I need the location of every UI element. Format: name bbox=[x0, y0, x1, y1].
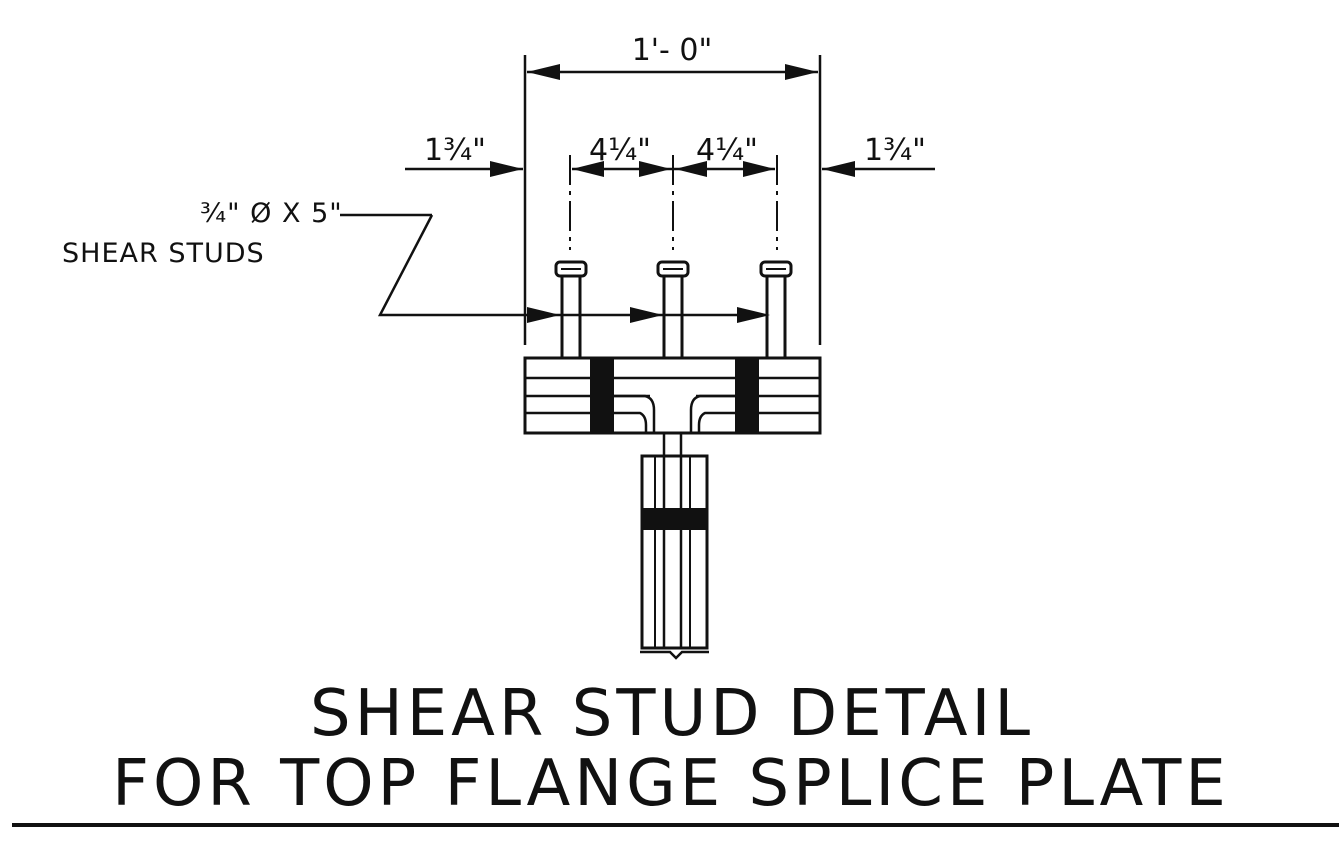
stud-spacing-1-label: 4¼" bbox=[589, 133, 651, 168]
stud-callout-leader bbox=[340, 213, 770, 323]
edge-dimension-left-label: 1¾" bbox=[424, 133, 486, 168]
splice-plate-assembly bbox=[523, 356, 822, 435]
drawing-title-line1: SHEAR STUD DETAIL bbox=[310, 677, 1034, 751]
shear-stud-left bbox=[554, 260, 588, 360]
shear-stud-right bbox=[759, 260, 793, 360]
stud-spacing-dimensions: 4¼" 4¼" bbox=[569, 133, 778, 250]
stud-spacing-2-label: 4¼" bbox=[696, 133, 758, 168]
shear-stud-center bbox=[656, 260, 690, 360]
edge-dimension-right: 1¾" bbox=[822, 133, 935, 177]
web-splice-gap bbox=[642, 508, 707, 530]
overall-dimension-label: 1'- 0" bbox=[632, 33, 713, 68]
girder-web bbox=[640, 433, 709, 660]
break-line bbox=[640, 650, 709, 660]
edge-dimension-left: 1¾" bbox=[405, 133, 523, 177]
drawing-title-line2: FOR TOP FLANGE SPLICE PLATE bbox=[112, 747, 1230, 821]
splice-gap-right bbox=[735, 358, 759, 433]
overall-dimension: 1'- 0" bbox=[523, 33, 822, 345]
edge-dimension-right-label: 1¾" bbox=[864, 133, 926, 168]
stud-callout-line2: SHEAR STUDS bbox=[62, 238, 265, 269]
stud-callout-line1: ¾" Ø X 5" bbox=[200, 198, 343, 229]
splice-gap-left bbox=[590, 358, 614, 433]
